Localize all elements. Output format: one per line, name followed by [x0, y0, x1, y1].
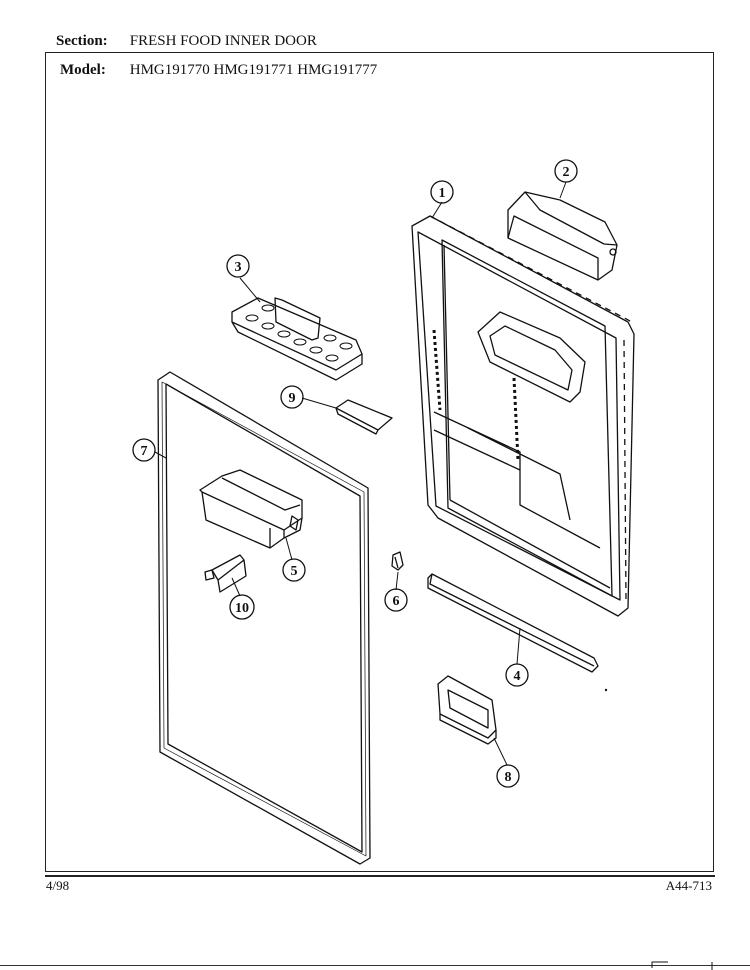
callout-1: 1 — [430, 180, 454, 204]
dot-mark — [604, 688, 608, 692]
control-housing — [437, 675, 497, 745]
model-label: Model: — [60, 62, 106, 78]
diagram-code: A44-713 — [665, 878, 712, 893]
model-value: HMG191770 HMG191771 HMG191777 — [129, 62, 378, 78]
callout-3: 3 — [226, 254, 250, 278]
page-bottom-rule — [0, 965, 750, 966]
svg-text:7: 7 — [141, 444, 148, 459]
small-tray — [335, 399, 393, 435]
svg-text:5: 5 — [291, 564, 298, 579]
diagram-frame — [45, 52, 714, 872]
callout-7: 7 — [132, 438, 156, 462]
callout-2: 2 — [554, 159, 578, 183]
svg-text:3: 3 — [235, 260, 242, 275]
leader-lines — [154, 181, 567, 766]
svg-text:1: 1 — [439, 186, 446, 201]
egg-tray — [231, 297, 363, 381]
frame-bottom-rule — [45, 875, 715, 877]
svg-text:4: 4 — [514, 669, 521, 684]
section-row: Section: FRESH FOOD INNER DOOR — [56, 33, 317, 50]
callout-4: 4 — [505, 663, 529, 687]
clip — [391, 551, 404, 571]
svg-text:8: 8 — [505, 770, 512, 785]
svg-text:9: 9 — [289, 391, 296, 406]
model-row: Model: HMG191770 HMG191771 HMG191777 — [60, 62, 377, 79]
callout-9: 9 — [280, 385, 304, 409]
section-value: FRESH FOOD INNER DOOR — [129, 33, 317, 49]
svg-text:6: 6 — [393, 594, 400, 609]
inner-door-liner — [411, 215, 635, 617]
door-bin — [199, 469, 303, 549]
section-label: Section: — [56, 33, 108, 49]
door-gasket — [157, 371, 371, 865]
retainer-bracket — [204, 554, 247, 593]
svg-text:10: 10 — [235, 601, 249, 616]
callout-5: 5 — [282, 558, 306, 582]
dairy-compartment-cover — [507, 191, 618, 281]
crop-marks — [651, 961, 713, 970]
callout-6: 6 — [384, 588, 408, 612]
svg-text:2: 2 — [563, 165, 570, 180]
trim-strip — [427, 573, 599, 673]
callouts: 1 2 3 4 5 6 7 8 9 10 — [132, 159, 578, 788]
revision-date: 4/98 — [46, 878, 70, 893]
callout-8: 8 — [496, 764, 520, 788]
callout-10: 10 — [229, 594, 255, 620]
